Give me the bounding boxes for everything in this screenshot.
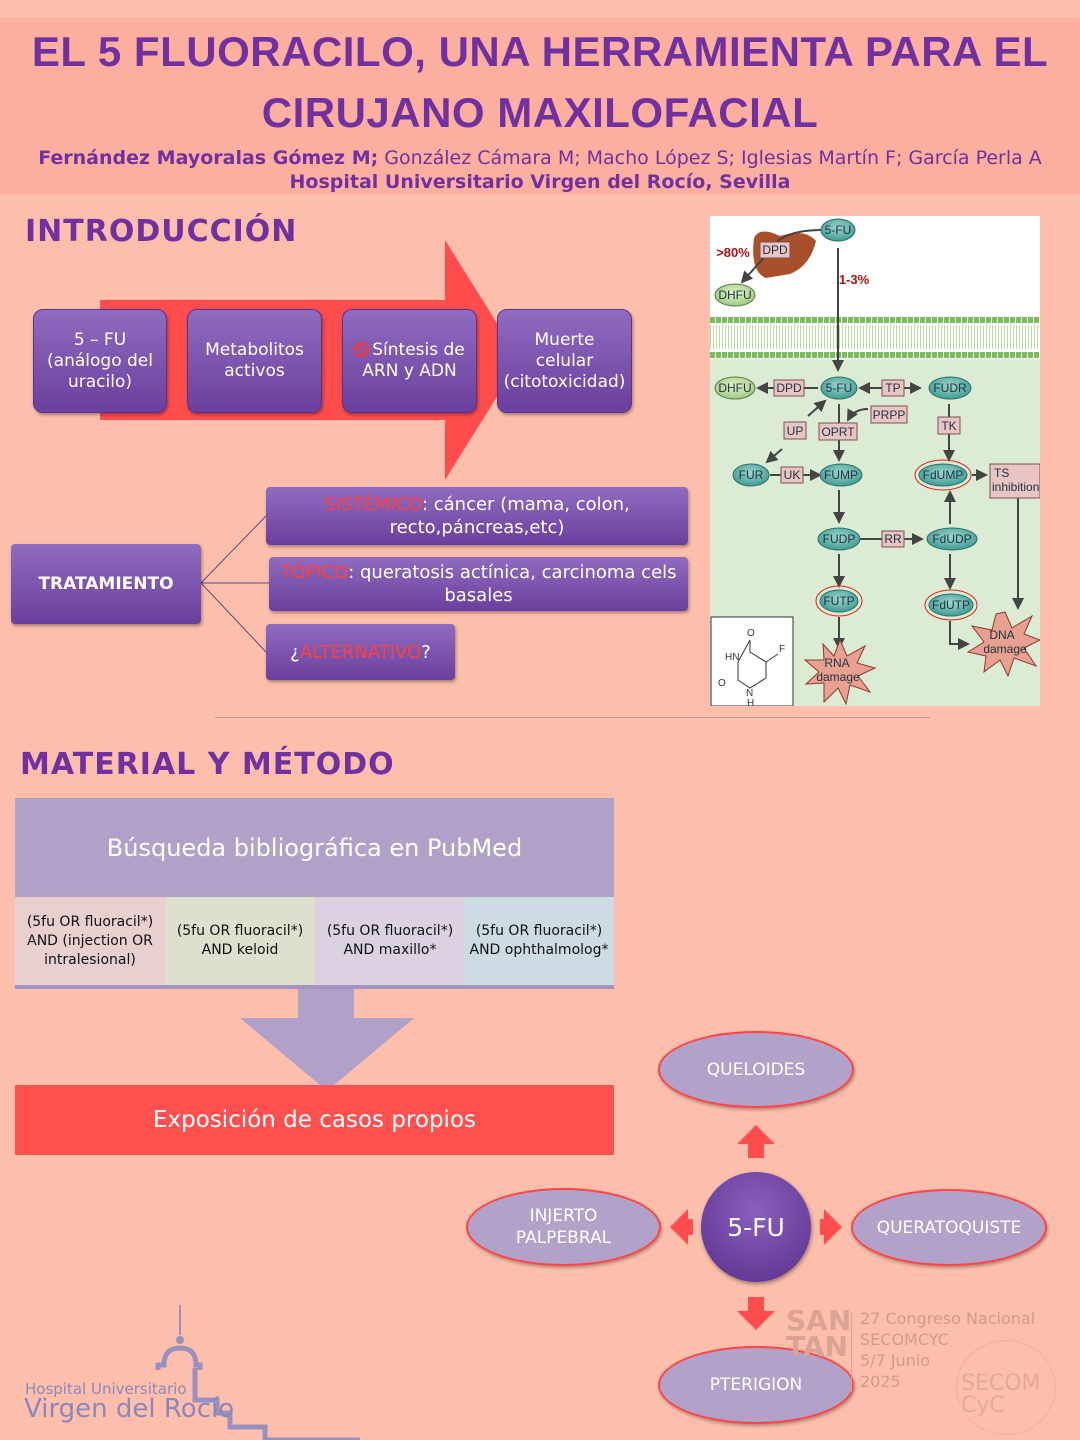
svg-text:FUMP: FUMP: [824, 468, 858, 482]
svg-text:>80%: >80%: [716, 245, 750, 260]
svg-text:damage: damage: [816, 670, 860, 684]
svg-text:5-FU: 5-FU: [826, 381, 853, 395]
arrow-left-icon: [670, 1209, 693, 1245]
step-metabolites: Metabolitos activos: [187, 309, 322, 413]
treatment-box: TRATAMIENTO: [11, 544, 201, 624]
svg-text:FUDP: FUDP: [823, 532, 856, 546]
institution: Hospital Universitario Virgen del Rocío,…: [289, 171, 791, 193]
congress-divider: [851, 1312, 852, 1392]
query-cell: (5fu OR fluoracil*) AND (injection OR in…: [15, 897, 165, 985]
5fu-structure: O F HN O N H: [710, 616, 794, 706]
intro-heading: INTRODUCCIÓN: [25, 214, 298, 249]
svg-text:FdUDP: FdUDP: [932, 532, 971, 546]
query-cell: (5fu OR fluoracil*) AND keloid: [165, 897, 315, 985]
svg-text:inhibition: inhibition: [992, 480, 1039, 494]
svg-text:FdUMP: FdUMP: [923, 468, 964, 482]
arrow-down-icon: [737, 1297, 775, 1330]
center-5fu: 5-FU: [701, 1172, 811, 1282]
use-queloides: QUELOIDES: [658, 1031, 854, 1108]
use-pterigion: PTERIGION: [658, 1346, 854, 1424]
prohibited-icon: [354, 342, 370, 357]
svg-text:DHFU: DHFU: [718, 381, 751, 395]
pubmed-search-title: Búsqueda bibliográfica en PubMed: [15, 798, 614, 897]
svg-text:FdUTP: FdUTP: [932, 598, 970, 612]
svg-text:1-3%: 1-3%: [839, 272, 870, 287]
svg-text:FUDR: FUDR: [933, 381, 967, 395]
metabolic-pathway-figure: 5-FU DPD DHFU >80% 1-3% DHFU DPD 5-FU TP…: [710, 216, 1040, 706]
first-author: Fernández Mayoralas Gómez M;: [38, 147, 379, 169]
treatment-alternative: ¿ALTERNATIVO?: [266, 624, 455, 680]
svg-text:TS: TS: [994, 466, 1009, 480]
svg-text:O: O: [718, 678, 726, 689]
svg-text:RR: RR: [884, 532, 902, 546]
svg-text:damage: damage: [983, 642, 1027, 656]
svg-text:H: H: [747, 698, 754, 706]
svg-text:HN: HN: [725, 652, 739, 663]
svg-text:FUTP: FUTP: [823, 594, 854, 608]
hospital-name-line2: Virgen del Rocío: [24, 1394, 235, 1424]
svg-text:FUR: FUR: [739, 468, 764, 482]
treatment-systemic: SISTÉMICO: cáncer (mama, colon, recto,pá…: [266, 487, 688, 545]
arrow-right-icon: [820, 1209, 842, 1245]
svg-text:UP: UP: [787, 424, 804, 438]
svg-text:N: N: [746, 688, 753, 699]
svg-text:5-FU: 5-FU: [825, 223, 852, 237]
use-queratoquiste: QUERATOQUISTE: [851, 1189, 1047, 1266]
header-band: [0, 18, 1080, 194]
step-synthesis: Síntesis de ARN y ADN: [342, 309, 477, 413]
dna-damage-star: [966, 611, 1040, 678]
step-5fu: 5 – FU (análogo del uracilo): [33, 309, 167, 413]
treatment-connectors: [200, 515, 269, 653]
svg-text:DNA: DNA: [989, 628, 1014, 642]
co-authors: González Cámara M; Macho López S; Iglesi…: [378, 147, 1042, 169]
rna-damage-star: [803, 638, 877, 706]
title-line-2: CIRUJANO MAXILOFACIAL: [261, 89, 819, 136]
section-divider: [215, 717, 930, 718]
svg-text:DPD: DPD: [776, 381, 802, 395]
pathway-nodes: 5-FU DPD DHFU >80% 1-3% DHFU DPD 5-FU TP…: [714, 218, 1040, 706]
svg-text:O: O: [747, 628, 755, 639]
step-cell-death: Muerte celular (citotoxicidad): [497, 309, 632, 413]
query-cell: (5fu OR fluoracil*) AND maxillo*: [315, 897, 465, 985]
own-cases-box: Exposición de casos propios: [15, 1085, 614, 1155]
svg-text:DHFU: DHFU: [718, 288, 751, 302]
svg-text:OPRT: OPRT: [821, 425, 855, 439]
svg-text:UK: UK: [784, 468, 801, 482]
svg-text:TK: TK: [941, 419, 956, 433]
svg-text:RNA: RNA: [824, 656, 849, 670]
svg-text:DPD: DPD: [762, 243, 788, 257]
treatment-topical: TÓPICO: queratosis actínica, carcinoma c…: [269, 557, 688, 611]
direction-arrows: [670, 1125, 842, 1330]
svg-text:PRPP: PRPP: [873, 408, 906, 422]
arrow-up-icon: [737, 1125, 775, 1158]
table-bottom-border: [15, 985, 614, 989]
secomcyc-seal-logo: SECOM CyC: [956, 1340, 1056, 1435]
svg-text:TP: TP: [885, 381, 900, 395]
query-cell: (5fu OR fluoracil*) AND ophthalmolog*: [464, 897, 614, 985]
svg-text:F: F: [779, 644, 785, 655]
title-line-1: EL 5 FLUORACILO, UNA HERRAMIENTA PARA EL: [31, 28, 1049, 75]
cell-membrane: [710, 317, 1040, 358]
hospital-name-line1: Hospital Universitario: [25, 1380, 187, 1398]
use-injerto-palpebral: INJERTO PALPEBRAL: [466, 1188, 661, 1266]
method-heading: MATERIAL Y MÉTODO: [20, 747, 395, 782]
authors: Fernández Mayoralas Gómez M; González Cá…: [0, 147, 1080, 169]
down-arrow: [240, 989, 414, 1091]
hospital-logo-icon: [155, 1305, 360, 1440]
